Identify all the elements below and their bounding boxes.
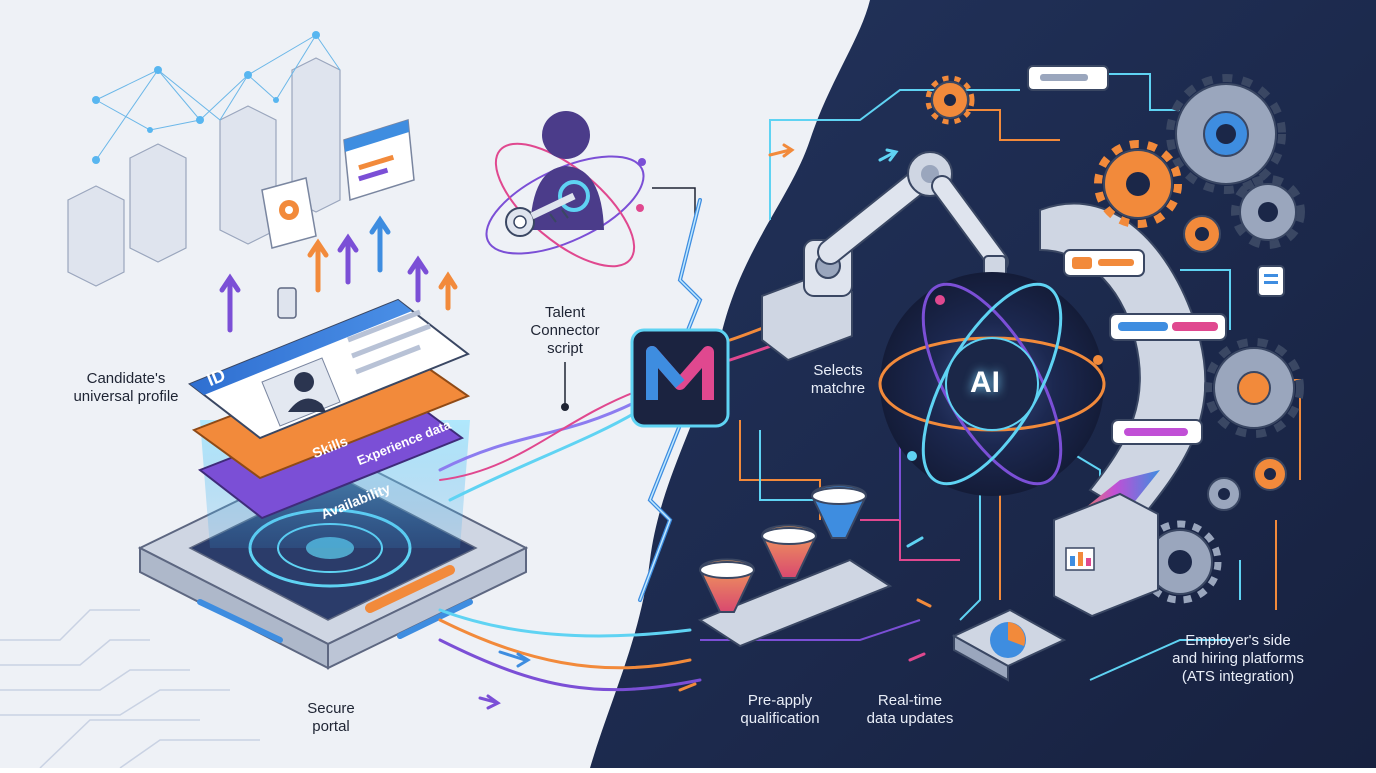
gear-icon: [261, 177, 317, 249]
upward-arrows: [219, 215, 458, 333]
selects-matches-line-2: matchre: [810, 380, 866, 397]
real-time-line-2: data updates: [866, 710, 954, 727]
talent-connector-line-3: script: [547, 340, 583, 357]
flow-arrows: [768, 143, 932, 662]
ats-machine-icon: [1053, 492, 1159, 618]
selects-matches-line-1: Selects: [813, 362, 863, 379]
profile-card-stack: [188, 287, 471, 520]
pre-apply-line-2: qualification: [740, 710, 820, 727]
circuit-traces: [0, 609, 260, 769]
employer-side-line-2: and hiring platforms: [1172, 650, 1304, 667]
candidate-profile-line-2: universal profile: [73, 388, 179, 405]
candidate-profile-label: Candidate's universal profile: [46, 370, 206, 406]
secure-portal-line-2: portal: [312, 718, 350, 735]
user-key-icon: [485, 111, 646, 268]
connector-logo-icon: [630, 328, 730, 428]
real-time-line-1: Real-time: [877, 692, 943, 709]
dashboard-icon: [951, 608, 1067, 682]
ai-core-label: AI: [970, 366, 1000, 399]
pre-apply-line-1: Pre-apply: [747, 692, 813, 709]
ai-core: [878, 272, 1106, 496]
secure-portal-label: Secure portal: [286, 700, 376, 736]
employer-side-line-3: (ATS integration): [1181, 668, 1295, 685]
robot-arm-icon: [761, 151, 1009, 362]
talent-connector-line-2: Connector: [530, 322, 600, 339]
employer-side-line-1: Employer's side: [1185, 632, 1291, 649]
talent-connector-line-1: Talent: [544, 304, 586, 321]
secure-portal-line-1: Secure: [307, 700, 355, 717]
candidate-profile-line-1: Candidate's: [86, 370, 166, 387]
selects-matches-label: Selects matchre: [796, 362, 880, 398]
ui-chips: [1027, 65, 1285, 445]
pre-apply-label: Pre-apply qualification: [718, 692, 842, 728]
funnel-icon: [697, 484, 893, 648]
building-icon: [67, 31, 341, 287]
real-time-label: Real-time data updates: [848, 692, 972, 728]
browser-window-icon: [343, 119, 415, 201]
talent-connector-label: Talent Connector script: [514, 304, 616, 358]
connector-leader-dot: [561, 403, 569, 411]
employer-side-label: Employer's side and hiring platforms (AT…: [1150, 632, 1326, 686]
connector-bracket: [652, 187, 696, 215]
